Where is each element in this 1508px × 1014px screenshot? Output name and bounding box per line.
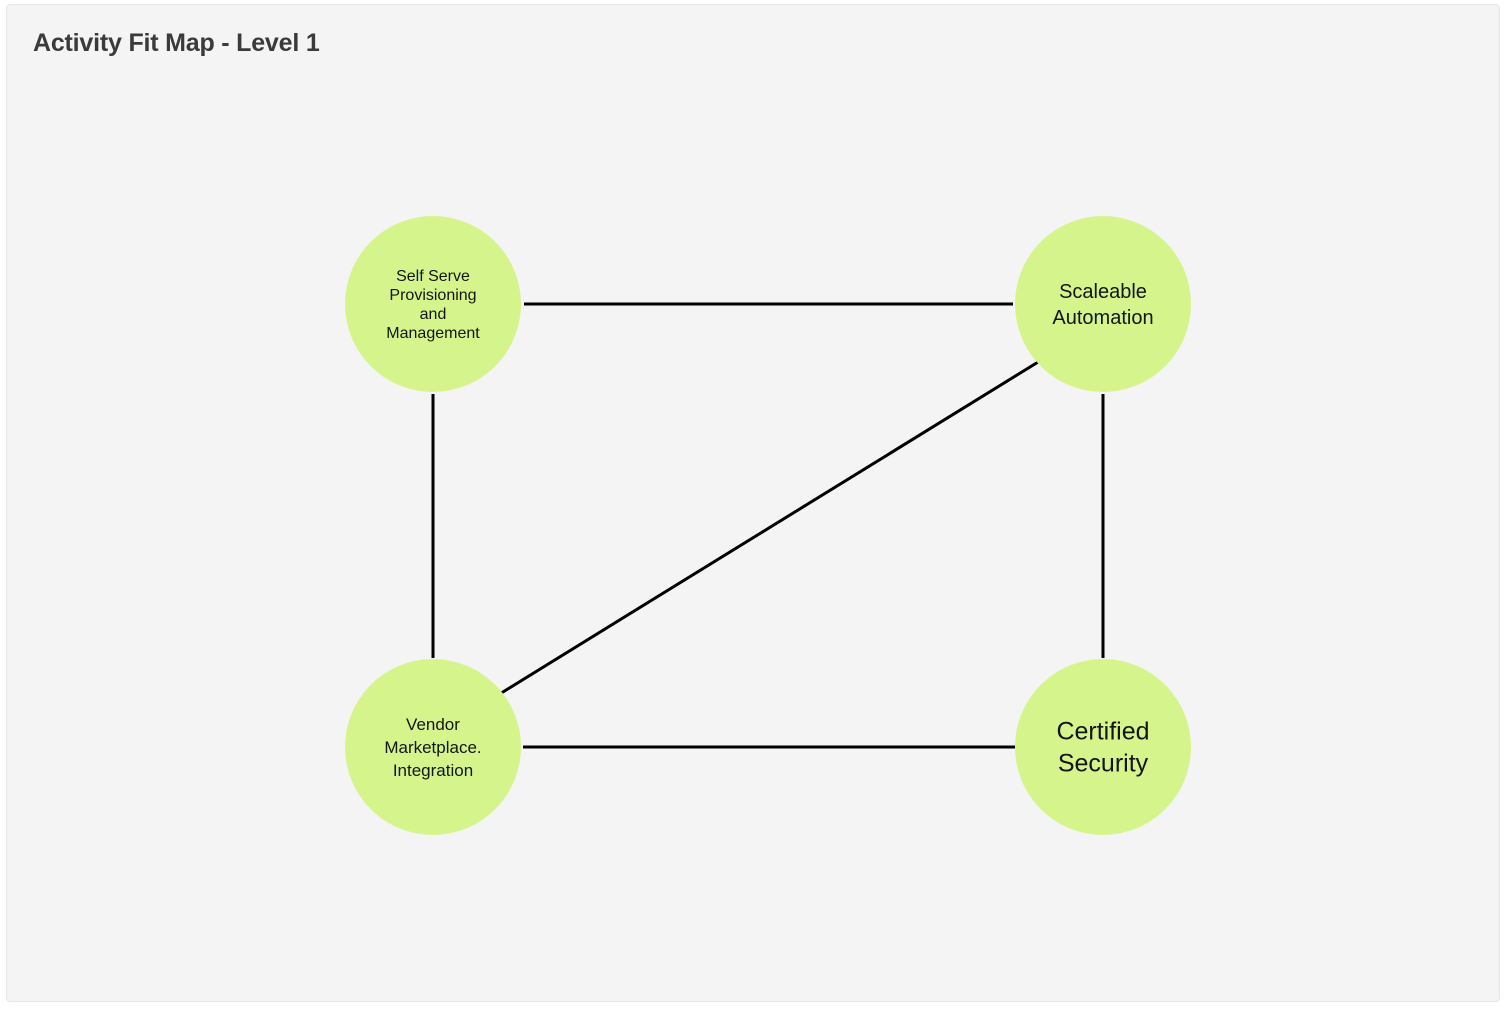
node-shape-vendor-marketplace-integration[interactable] bbox=[345, 659, 521, 835]
edge-vendor-marketplace-to-scaleable-automation[interactable] bbox=[497, 357, 1044, 697]
node-shape-self-serve-provisioning-and-management[interactable] bbox=[345, 216, 521, 392]
edges-group bbox=[431, 302, 1105, 749]
page-title: Activity Fit Map - Level 1 bbox=[33, 29, 320, 57]
node-shape-scaleable-automation[interactable] bbox=[1015, 216, 1191, 392]
node-shape-certified-security[interactable] bbox=[1015, 659, 1191, 835]
